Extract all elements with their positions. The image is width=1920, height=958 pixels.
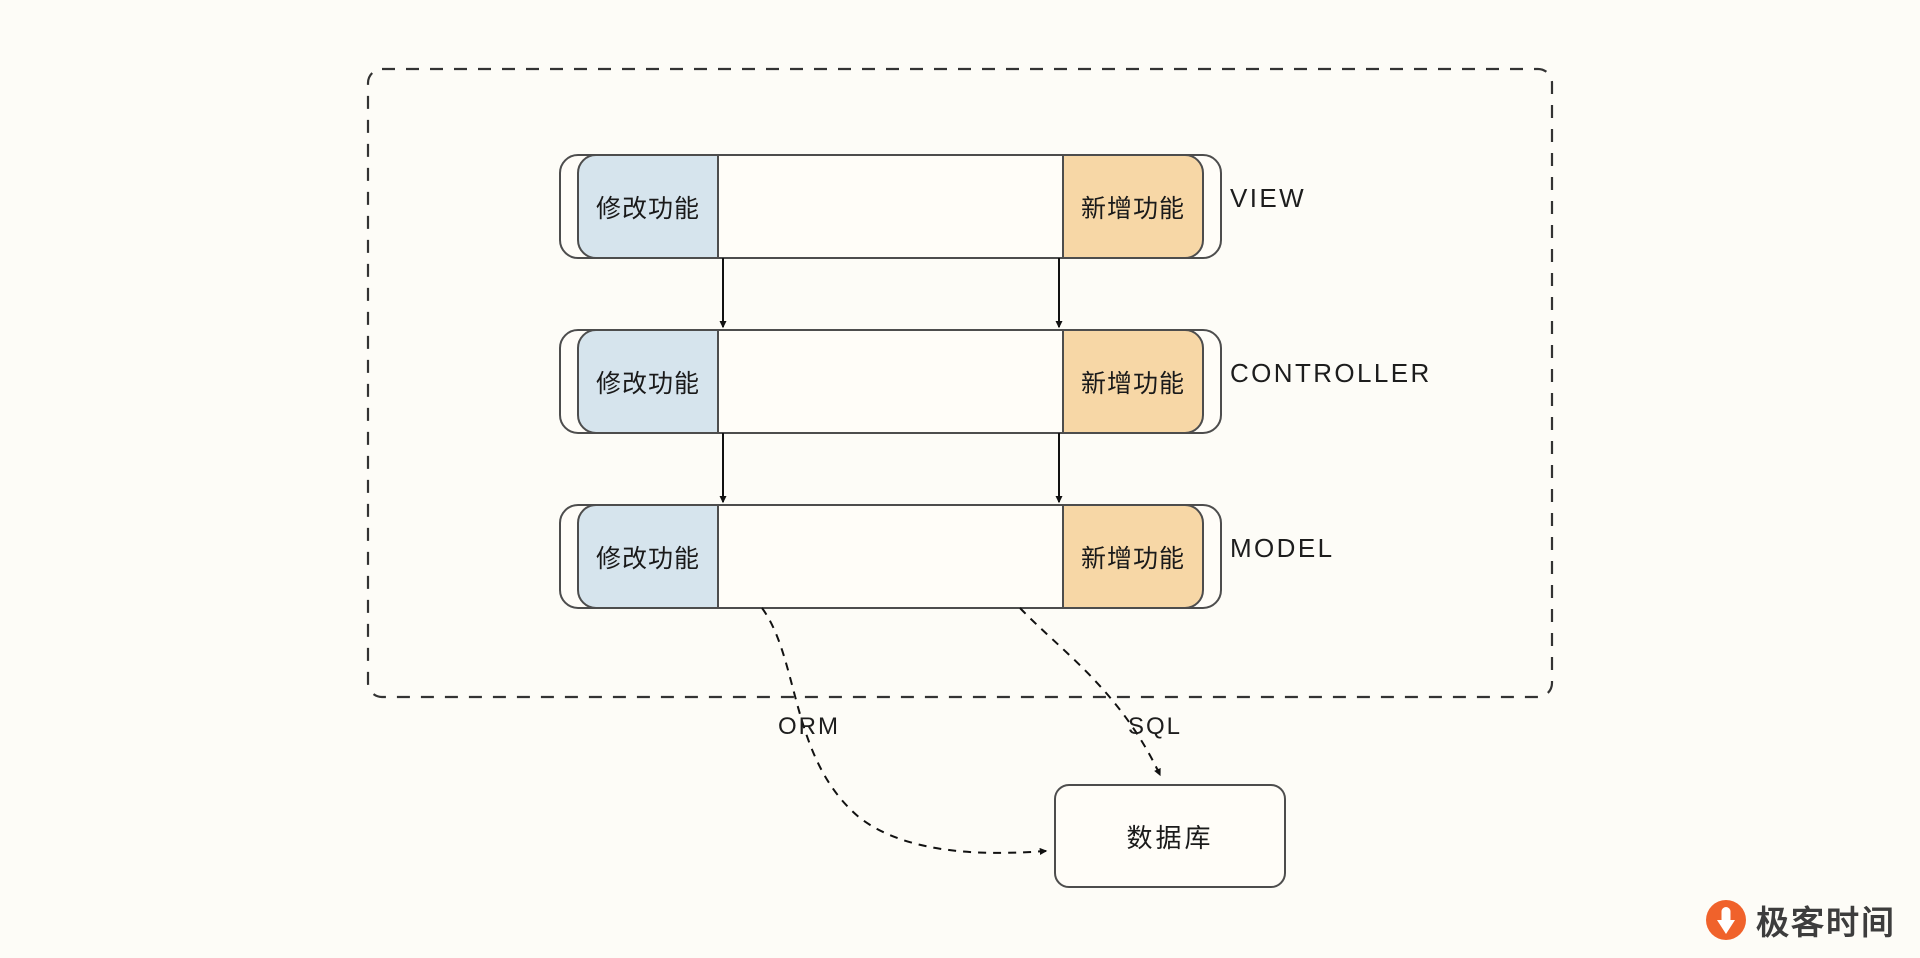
brand-watermark: 极客时间	[1706, 896, 1896, 944]
controller-add-cell[interactable]	[1062, 329, 1204, 434]
layer-label-model: MODEL	[1230, 533, 1335, 563]
orm-connector-label: ORM	[778, 713, 840, 740]
layer-label-view: VIEW	[1230, 183, 1307, 213]
view-add-cell[interactable]	[1062, 154, 1204, 259]
model-add-label: 新增功能	[1080, 543, 1185, 573]
orm-connector	[761, 607, 1048, 856]
brand-name: 极客时间	[1756, 903, 1896, 942]
view-modify-label: 修改功能	[595, 193, 700, 223]
layer-row-controller	[559, 329, 1222, 434]
view-modify-cell[interactable]	[577, 154, 719, 259]
database-node[interactable]	[1054, 784, 1286, 888]
controller-add-label: 新增功能	[1080, 368, 1185, 398]
controller-row-outline	[559, 329, 1222, 434]
layer-row-view	[559, 154, 1222, 259]
model-row-outline	[559, 504, 1222, 609]
view-add-label: 新增功能	[1080, 193, 1185, 223]
model-add-cell[interactable]	[1062, 504, 1204, 609]
database-label: 数据库	[1126, 823, 1214, 854]
model-modify-cell[interactable]	[577, 504, 719, 609]
application-boundary-rect	[366, 67, 1554, 699]
sql-connector	[1019, 607, 1161, 777]
layer-row-model	[559, 504, 1222, 609]
layer-label-controller: CONTROLLER	[1230, 358, 1432, 388]
model-modify-label: 修改功能	[595, 543, 700, 573]
controller-modify-cell[interactable]	[577, 329, 719, 434]
view-row-outline	[559, 154, 1222, 259]
controller-modify-label: 修改功能	[595, 368, 700, 398]
sql-connector-label: SQL	[1128, 713, 1183, 740]
geektime-logo-icon	[1706, 900, 1746, 940]
